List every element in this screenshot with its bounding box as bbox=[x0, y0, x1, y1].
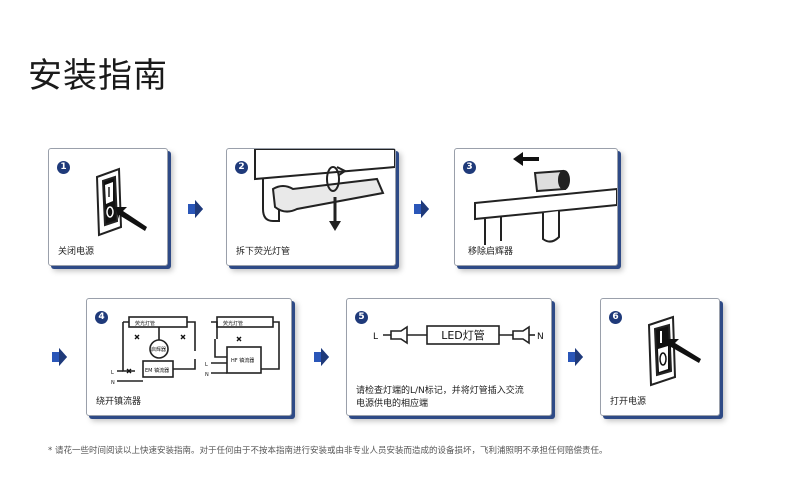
remove-starter-illustration bbox=[474, 152, 617, 245]
step-caption: 关闭电源 bbox=[58, 247, 95, 257]
step-1-card: 1 关闭电源 bbox=[48, 148, 168, 266]
step-caption: 打开电源 bbox=[610, 397, 647, 407]
arrow-right-icon bbox=[186, 200, 204, 218]
step-caption-line-1: 请检查灯端的L/N标记，并将灯管插入交流 bbox=[356, 386, 524, 396]
arrow-right-icon bbox=[312, 348, 330, 366]
l-terminal-label: L bbox=[205, 362, 208, 368]
step-caption-line-2: 电源供电的相应端 bbox=[356, 399, 429, 409]
n-terminal-label: N bbox=[205, 372, 209, 378]
step-3-card: 3 移除启辉器 bbox=[454, 148, 618, 266]
arrow-right-icon bbox=[566, 348, 584, 366]
tube-label-right: 荧光灯管 bbox=[223, 320, 243, 327]
step-caption: 移除启辉器 bbox=[468, 247, 514, 257]
n-terminal-label: N bbox=[537, 332, 544, 342]
step-number: 1 bbox=[57, 161, 70, 174]
l-terminal-label: L bbox=[373, 332, 378, 342]
n-terminal-label: N bbox=[111, 380, 115, 386]
step-6-card: 6 打开电源 bbox=[600, 298, 720, 416]
starter-label: 启辉器 bbox=[151, 346, 166, 353]
step-5-card: 5 L N LED灯管 请检查灯端的L/N标记，并将灯管插入交流 电源供电的相应… bbox=[346, 298, 552, 416]
step-number: 6 bbox=[609, 311, 622, 324]
led-tube-label: LED灯管 bbox=[441, 328, 485, 342]
step-4-card: 4 荧光灯管 荧光灯管 启辉器 EM 镇流器 HF 镇流器 L N L N bbox=[86, 298, 292, 416]
disclaimer-footnote: * 请花一些时间阅读以上快速安装指南。对于任何由于不按本指南进行安装或由非专业人… bbox=[48, 446, 608, 456]
remove-tube-illustration bbox=[254, 149, 395, 231]
l-terminal-label: L bbox=[111, 370, 114, 376]
bypass-ballast-wiring-diagram: 荧光灯管 荧光灯管 启辉器 EM 镇流器 HF 镇流器 L N L N bbox=[111, 316, 280, 386]
ballast-label: EM 镇流器 bbox=[145, 367, 169, 374]
step-number: 2 bbox=[235, 161, 248, 174]
power-switch-off-icon bbox=[95, 167, 147, 237]
step-number: 5 bbox=[355, 311, 368, 324]
arrow-right-icon bbox=[50, 348, 68, 366]
arrow-right-icon bbox=[412, 200, 430, 218]
tube-label-left: 荧光灯管 bbox=[135, 320, 155, 327]
step-caption: 拆下荧光灯管 bbox=[236, 247, 291, 257]
power-switch-on-icon bbox=[647, 315, 701, 387]
step-number: 4 bbox=[95, 311, 108, 324]
step-number: 3 bbox=[463, 161, 476, 174]
led-tube-orientation-diagram: L N LED灯管 bbox=[373, 325, 544, 345]
hf-ballast-label: HF 镇流器 bbox=[231, 357, 254, 364]
step-caption: 绕开镇流器 bbox=[96, 397, 142, 407]
page-title: 安装指南 bbox=[28, 56, 168, 96]
step-2-card: 2 拆下荧光灯管 bbox=[226, 148, 396, 266]
